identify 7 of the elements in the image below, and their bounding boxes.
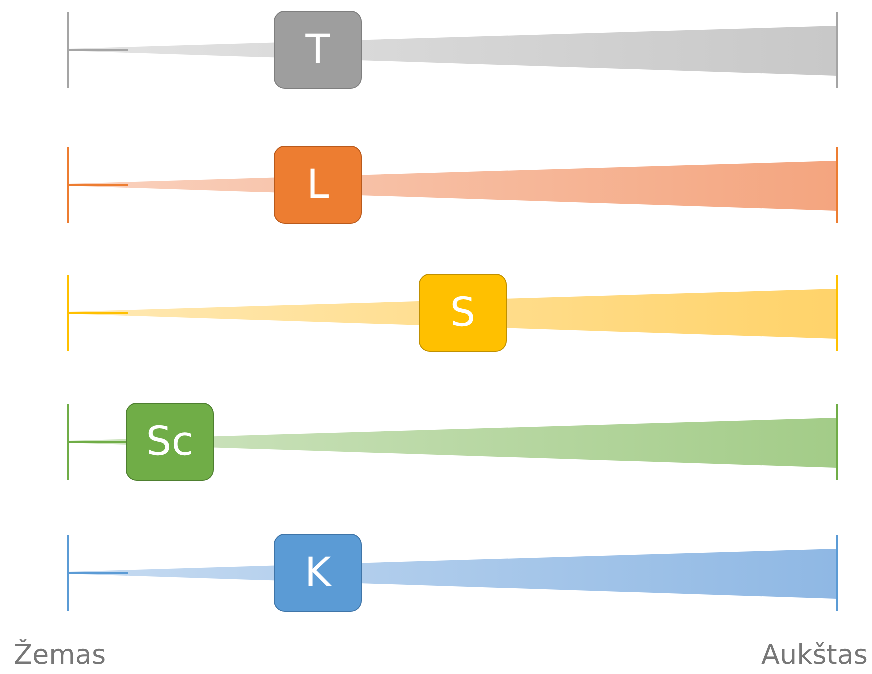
level-marker: L <box>274 146 362 224</box>
level-marker: K <box>274 534 362 612</box>
axis-label: Aukštas <box>762 640 868 671</box>
level-marker: Sc <box>126 403 214 481</box>
level-marker: T <box>274 11 362 89</box>
axis-label: Žemas <box>14 640 106 671</box>
level-marker: S <box>419 274 507 352</box>
